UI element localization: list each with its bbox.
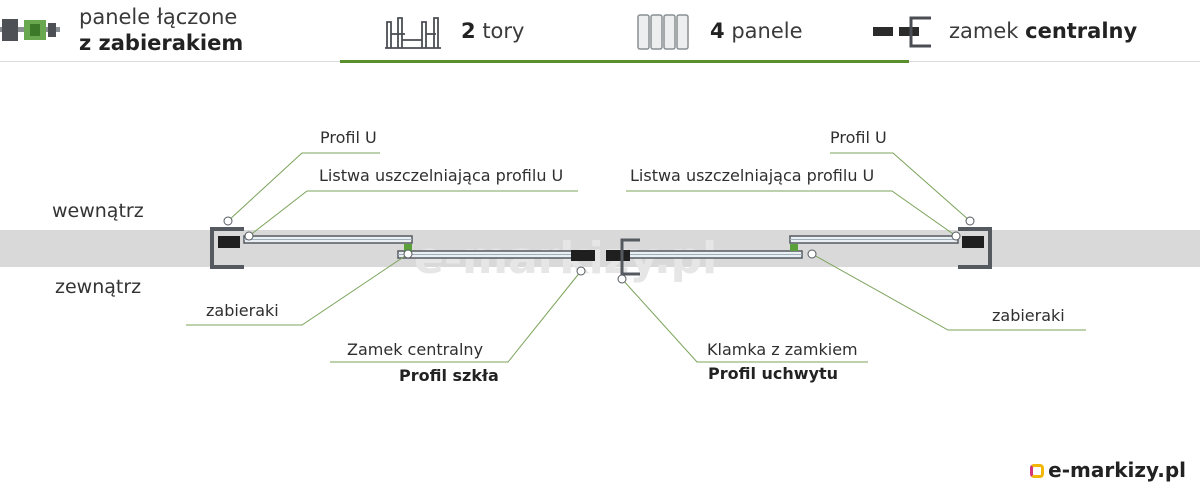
central-lock-block-left [571, 250, 595, 261]
feature-connected-panels: panele łączone z zabierakiem [79, 4, 243, 56]
feature-connected-line1: panele łączone [79, 5, 238, 29]
tracks-icon [385, 17, 441, 49]
brand-name: e-markizy.pl [1048, 458, 1186, 482]
panels-icon [637, 14, 689, 50]
handle-profile-shape [620, 238, 640, 276]
wall-band [0, 230, 1200, 267]
connected-panels-icon [0, 19, 60, 41]
lock-word: zamek [949, 19, 1019, 43]
right-carrier-block [790, 244, 798, 251]
lock-bold-word: centralny [1025, 19, 1138, 43]
glass-profile-label: Profil szkła [399, 366, 499, 385]
left-u-profile [210, 227, 244, 269]
central-lock-icon [873, 16, 931, 48]
left-carrier-block [404, 244, 412, 251]
left-carriers-label: zabieraki [206, 301, 279, 320]
feature-connected-line2: z zabierakiem [79, 31, 244, 55]
right-u-profile-label: Profil U [830, 128, 887, 147]
right-carriers-label: zabieraki [992, 306, 1065, 325]
callout-lines [186, 152, 1086, 363]
left-u-profile-label: Profil U [320, 128, 377, 147]
feature-tracks: 2 tory [461, 18, 524, 44]
tracks-number: 2 [461, 19, 476, 43]
inside-label: wewnątrz [52, 200, 144, 222]
central-lock-label: Zamek centralny [347, 340, 484, 359]
handle-profile-label: Profil uchwytu [708, 364, 839, 383]
callout-markers [223, 216, 975, 284]
left-outer-panel [397, 250, 574, 259]
header-active-underline [340, 60, 909, 63]
outside-label: zewnątrz [55, 276, 142, 298]
panels-number: 4 [710, 19, 725, 43]
right-u-profile [958, 227, 992, 269]
left-inner-panel [243, 235, 413, 244]
feature-central-lock: zamek centralny [949, 18, 1137, 44]
left-seal-strip-label: Listwa uszczelniająca profilu U [319, 166, 564, 185]
brand-mark-icon [1030, 464, 1045, 478]
handle-lock-label: Klamka z zamkiem [707, 340, 858, 359]
right-seal-strip-label: Listwa uszczelniająca profilu U [630, 166, 875, 185]
brand-logo: e-markizy.pl [1030, 458, 1186, 482]
panels-word: panele [731, 19, 803, 43]
central-lock-block-right [606, 250, 630, 261]
right-inner-panel [789, 235, 959, 244]
right-outer-panel [627, 250, 803, 259]
feature-panels: 4 panele [710, 18, 803, 44]
tracks-word: tory [482, 19, 525, 43]
